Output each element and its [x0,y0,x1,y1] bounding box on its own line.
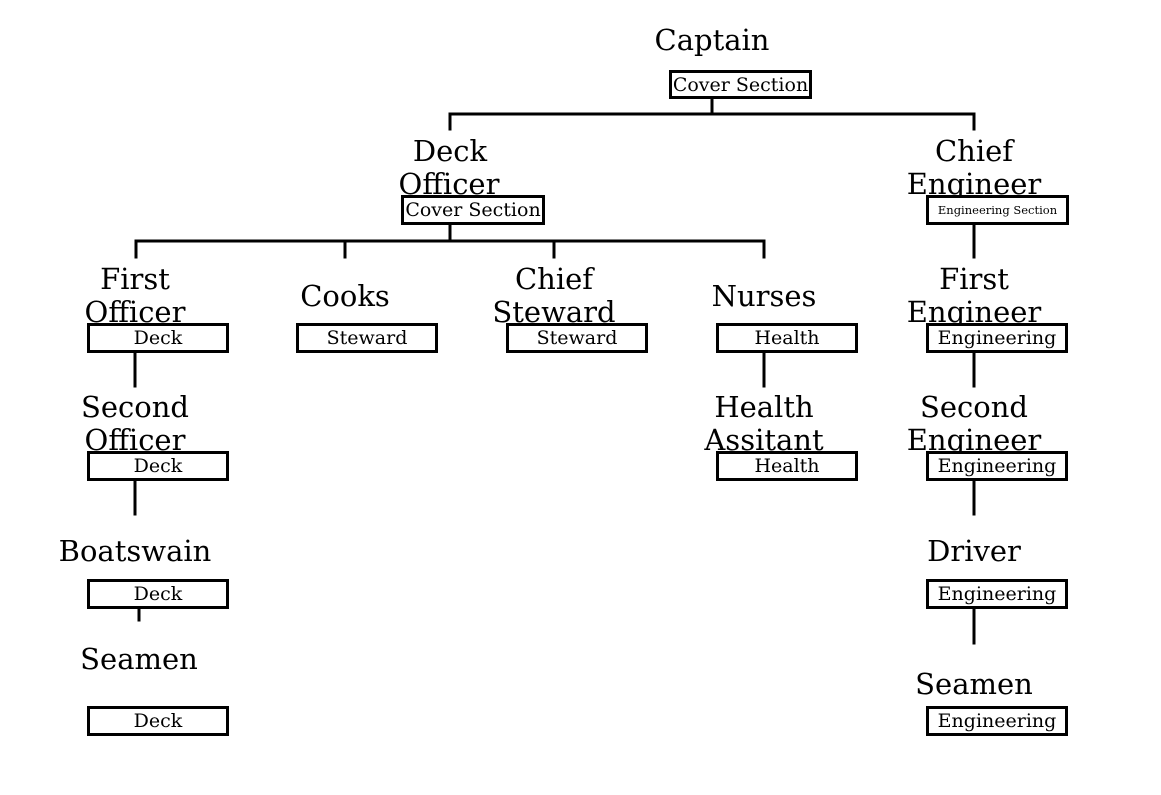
deck-officer-section-box: Cover Section [401,195,545,225]
second-officer-section-box: Deck [87,451,229,481]
nurses-section-box: Health [716,323,858,353]
chief-steward-section-box: Steward [506,323,648,353]
seamen-deck-title: Seamen [80,642,198,676]
seamen-engineering-title: Seamen [915,667,1033,701]
captain-section-box: Cover Section [669,70,812,99]
chief-engineer-section-box: Engineering Section [926,195,1069,225]
driver-section-box: Engineering [926,579,1068,609]
nurses-title: Nurses [711,279,817,313]
seamen-deck-section-box: Deck [87,706,229,736]
boatswain-section-box: Deck [87,579,229,609]
deck-officer-title: Deck [413,135,487,168]
first-officer-title-line1: First [100,262,170,296]
boatswain-title: Boatswain [58,534,212,568]
cooks-title: Cooks [300,279,390,313]
driver-title: Driver [927,534,1021,568]
health-assistant-section-box: Health [716,451,858,481]
first-officer-section-box: Deck [87,323,229,353]
chief-engineer-title-line1: Chief [934,134,1014,168]
seamen-engineering-section-box: Engineering [926,706,1068,736]
deck-officer-title-line1: Deck [412,134,488,168]
first-engineer-title-line1: First [939,262,1009,296]
chief-steward-title-line1: Chief [514,262,594,296]
captain-title: Captain [654,23,770,57]
second-officer-title-line1: Second [81,390,189,424]
cooks-section-box: Steward [296,323,438,353]
second-engineer-section-box: Engineering [926,451,1068,481]
second-engineer-title-line1: Second [920,390,1028,424]
health-assistant-title-line1: Health [714,390,814,424]
first-engineer-section-box: Engineering [926,323,1068,353]
